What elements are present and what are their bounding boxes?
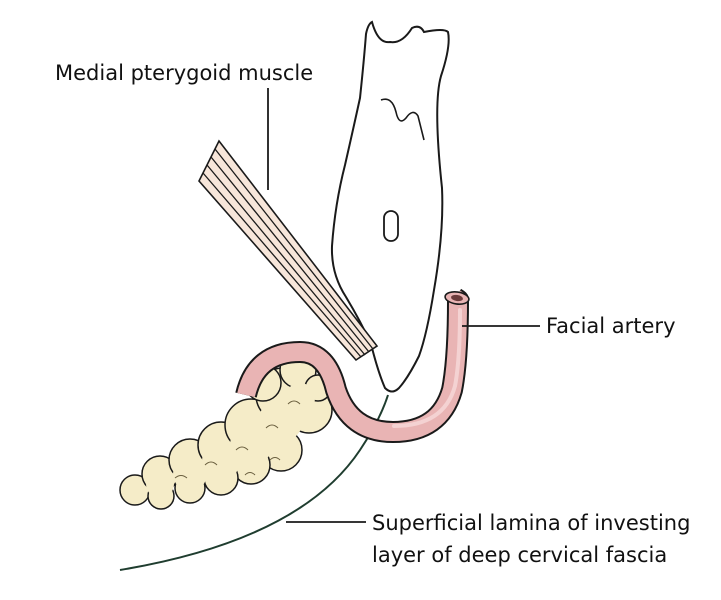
label-medial-pterygoid-muscle: Medial pterygoid muscle	[55, 61, 313, 85]
muscle-fibres	[202, 148, 374, 358]
facial-artery-lumen	[451, 294, 463, 302]
medial-pterygoid-muscle	[198, 139, 379, 362]
label-fascia-line-2: layer of deep cervical fascia	[372, 543, 667, 567]
label-facial-artery: Facial artery	[546, 314, 676, 338]
mandibular-foramen	[383, 210, 399, 242]
submandibular-gland	[119, 351, 333, 510]
ramus-notch-detail	[380, 98, 425, 141]
label-fascia-line-1: Superficial lamina of investing	[372, 511, 690, 535]
facial-artery	[237, 290, 467, 441]
facial-artery-highlight	[392, 308, 462, 428]
mandible-outline	[330, 20, 450, 393]
